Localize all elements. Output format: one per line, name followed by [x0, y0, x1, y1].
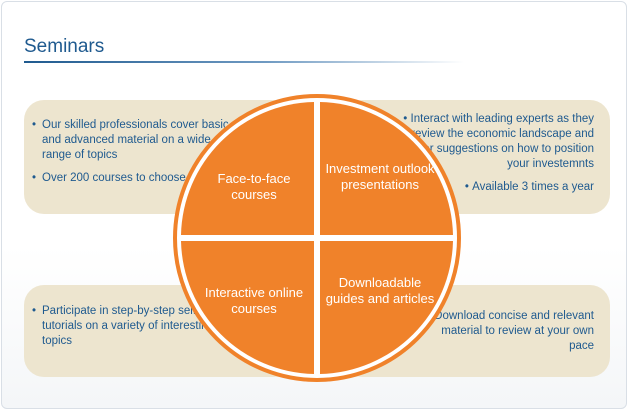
quadrant-label-face-to-face: Face-to-face courses — [217, 171, 291, 202]
quadrant-investment-outlook[interactable] — [320, 102, 453, 235]
circle-graphic — [173, 94, 461, 382]
quadrant-downloadable[interactable] — [320, 241, 453, 374]
bullet-item: Participate in step-by-step self-study t… — [32, 304, 232, 349]
bullet-list-face-to-face: Our skilled professionals cover basic an… — [32, 118, 232, 194]
circle-outline — [173, 94, 461, 382]
quadrant-label-investment-outlook: Investment outlook presentations — [325, 161, 435, 192]
quadrant-label-downloadable: Downloadable guides and articles — [325, 275, 435, 306]
quadrant-face-to-face[interactable] — [181, 102, 314, 235]
bullet-item: Over 200 courses to choose from — [32, 171, 232, 186]
bullet-list-interactive-online: Participate in step-by-step self-study t… — [32, 304, 232, 357]
quadrant-interactive-online[interactable] — [181, 241, 314, 374]
bullet-item: Available 3 times a year — [399, 180, 594, 195]
seminar-types-circle: Face-to-face courses Investment outlook … — [172, 93, 462, 383]
bullet-item: Interact with leading experts as they re… — [399, 112, 594, 172]
bullet-list-investment-outlook: Interact with leading experts as they re… — [399, 112, 594, 203]
bullet-list-downloadable: Download concise and relevant material t… — [414, 309, 594, 362]
quadrant-label-interactive-online: Interactive online courses — [204, 285, 304, 316]
bullet-item: Our skilled professionals cover basic an… — [32, 118, 232, 163]
page-title: Seminars — [24, 36, 105, 57]
bullet-item: Download concise and relevant material t… — [414, 309, 594, 354]
title-underline — [24, 61, 464, 63]
